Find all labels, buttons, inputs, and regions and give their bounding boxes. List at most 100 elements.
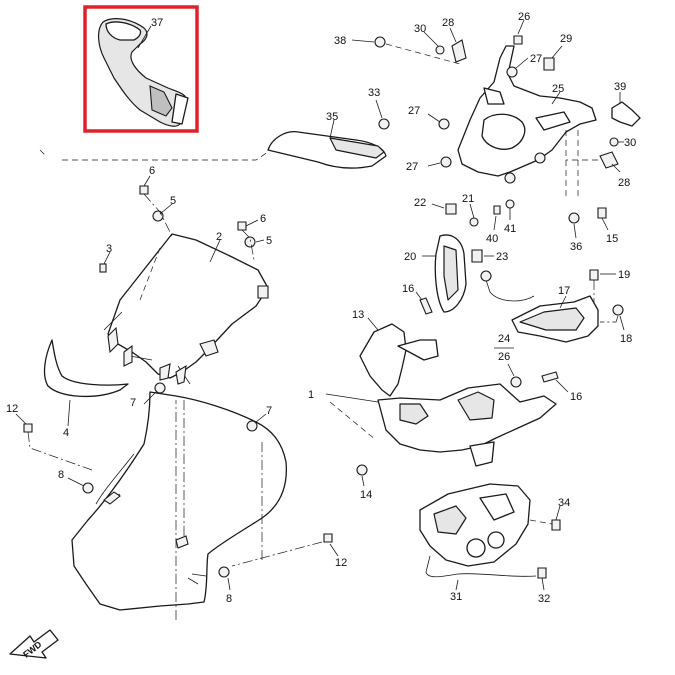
part-27-nut-top[interactable] — [506, 66, 518, 78]
callout-28b: 28 — [618, 177, 630, 189]
callout-27c: 27 — [406, 161, 418, 173]
part-7-grommet-right[interactable] — [246, 420, 258, 432]
part-headlight-unit[interactable] — [419, 483, 531, 567]
callout-14: 14 — [360, 489, 372, 501]
callout-28a: 28 — [442, 17, 454, 29]
part-22-nut[interactable] — [445, 203, 457, 215]
callout-37: 37 — [151, 17, 163, 29]
callout-31: 31 — [450, 591, 462, 603]
part-3-clip[interactable] — [99, 263, 107, 273]
callout-8b: 8 — [226, 593, 232, 605]
callout-4: 4 — [63, 427, 69, 439]
part-12-screw-left[interactable] — [23, 423, 33, 433]
callout-26b: 26 — [498, 351, 510, 363]
part-5-grommet-right[interactable] — [244, 236, 256, 248]
callout-2: 2 — [216, 231, 222, 243]
part-20-turn-signal[interactable] — [434, 234, 467, 313]
part-6-bolt-left[interactable] — [139, 185, 149, 195]
fwd-arrow-icon: FWD — [9, 629, 59, 660]
part-32-bolt[interactable] — [537, 567, 547, 579]
part-34-screw[interactable] — [551, 519, 561, 531]
part-15-bolt[interactable] — [597, 207, 607, 219]
part-25-stay-bracket[interactable] — [457, 45, 597, 184]
callout-30b: 30 — [624, 137, 636, 149]
part-8-nut-right[interactable] — [218, 566, 230, 578]
part-16-pin-left[interactable] — [419, 297, 433, 315]
part-21-screw[interactable] — [469, 217, 479, 227]
part-14-grommet[interactable] — [356, 464, 368, 476]
part-front-cowling[interactable] — [71, 391, 288, 611]
part-36-collar[interactable] — [568, 212, 580, 224]
part-41-washer[interactable] — [505, 199, 515, 209]
part-1-cowling-assy[interactable] — [377, 383, 557, 467]
callout-33: 33 — [368, 87, 380, 99]
part-28-damper-right[interactable] — [599, 151, 619, 169]
callout-6b: 6 — [260, 213, 266, 225]
part-19-nut[interactable] — [589, 269, 599, 281]
callout-12b: 12 — [335, 557, 347, 569]
part-39-bracket[interactable] — [611, 101, 641, 127]
callout-30a: 30 — [414, 23, 426, 35]
callout-1: 1 — [308, 389, 314, 401]
part-23-clip[interactable] — [471, 249, 483, 263]
callout-27a: 27 — [530, 53, 542, 65]
part-12-screw-right[interactable] — [323, 533, 333, 543]
callout-18: 18 — [620, 333, 632, 345]
part-33-grommet[interactable] — [378, 118, 390, 130]
callout-19: 19 — [618, 269, 630, 281]
part-29-collar[interactable] — [543, 57, 555, 71]
callout-39: 39 — [614, 81, 626, 93]
part-26-nut-top[interactable] — [513, 35, 523, 45]
callout-26a: 26 — [518, 11, 530, 23]
callout-38: 38 — [334, 35, 346, 47]
callout-20: 20 — [404, 251, 416, 263]
callout-6a: 6 — [149, 165, 155, 177]
highlight-box — [83, 5, 199, 133]
callout-36: 36 — [570, 241, 582, 253]
callout-16a: 16 — [402, 283, 414, 295]
part-28-damper-top[interactable] — [451, 39, 467, 63]
callout-7a: 7 — [130, 397, 136, 409]
part-4-panel[interactable] — [43, 339, 129, 398]
part-2-windshield[interactable] — [103, 233, 269, 385]
callout-25: 25 — [552, 83, 564, 95]
callout-5b: 5 — [266, 235, 272, 247]
part-6-bolt-right[interactable] — [237, 221, 247, 231]
callout-3: 3 — [106, 243, 112, 255]
callout-15: 15 — [606, 233, 618, 245]
callout-27b: 27 — [408, 105, 420, 117]
part-37-side-cover[interactable] — [98, 18, 189, 127]
callout-23: 23 — [496, 251, 508, 263]
part-18-grommet[interactable] — [612, 304, 624, 316]
part-38-nut[interactable] — [374, 36, 386, 48]
part-27-nut-low[interactable] — [440, 156, 452, 168]
callout-8a: 8 — [58, 469, 64, 481]
part-17-bracket[interactable] — [511, 295, 599, 343]
callout-5a: 5 — [170, 195, 176, 207]
part-26-nut-mid[interactable] — [510, 376, 522, 388]
callout-12a: 12 — [6, 403, 18, 415]
callout-41: 41 — [504, 223, 516, 235]
part-13-inner-panel[interactable] — [359, 323, 439, 397]
callout-17: 17 — [558, 285, 570, 297]
part-30-collar-right[interactable] — [609, 137, 619, 147]
callout-13: 13 — [352, 309, 364, 321]
part-30-collar-top[interactable] — [435, 45, 445, 55]
callout-21: 21 — [462, 193, 474, 205]
callout-7b: 7 — [266, 405, 272, 417]
callout-24: 24 — [498, 333, 510, 345]
callout-32: 32 — [538, 593, 550, 605]
callout-29: 29 — [560, 33, 572, 45]
part-31-cable[interactable] — [425, 555, 537, 578]
part-35-cover[interactable] — [267, 131, 387, 169]
part-8-nut-left[interactable] — [82, 482, 94, 494]
callout-22: 22 — [414, 197, 426, 209]
part-40-screw[interactable] — [493, 205, 501, 215]
part-27-nut-mid[interactable] — [438, 118, 450, 130]
callout-35: 35 — [326, 111, 338, 123]
callout-34: 34 — [558, 497, 570, 509]
callout-40: 40 — [486, 233, 498, 245]
part-16-pin-right[interactable] — [541, 371, 559, 383]
part-7-grommet-left[interactable] — [154, 382, 166, 394]
